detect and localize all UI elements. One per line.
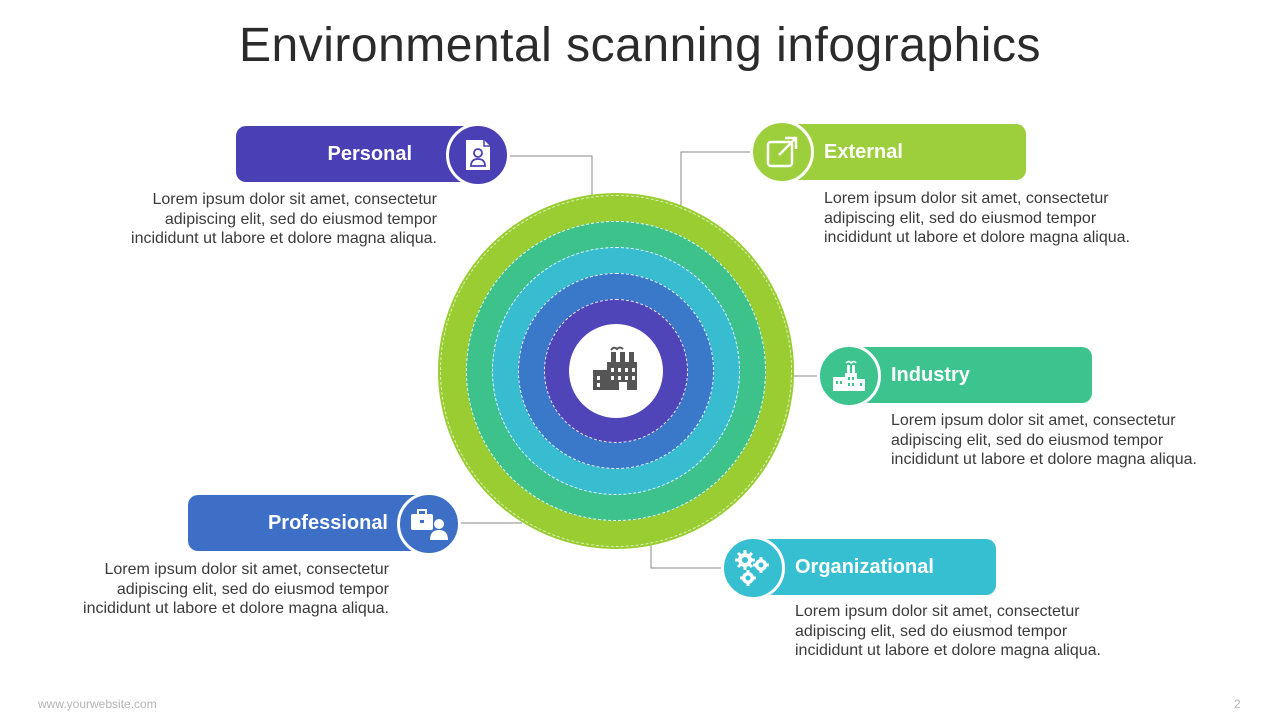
professional-text-line: Lorem ipsum dolor sit amet, consectetur	[104, 561, 389, 578]
industry-description: Lorem ipsum dolor sit amet, consectetur …	[891, 411, 1261, 470]
industry-label: Industry	[891, 363, 970, 386]
briefcase-person-icon	[411, 509, 448, 540]
industry-pill[interactable]: Industry	[842, 347, 1092, 403]
professional-text-line: incididunt ut labore et dolore magna ali…	[83, 600, 389, 617]
personal-icon-circle	[446, 123, 510, 187]
industry-text-line: adipiscing elit, sed do eiusmod tempor	[891, 431, 1164, 449]
external-icon-circle	[750, 120, 814, 184]
personal-label: Personal	[327, 142, 412, 165]
organizational-text-line: adipiscing elit, sed do eiusmod tempor	[795, 622, 1068, 640]
user-document-icon	[466, 140, 490, 170]
organizational-icon-circle	[721, 536, 785, 600]
personal-text-line: adipiscing elit, sed do eiusmod tempor	[164, 210, 437, 228]
professional-label: Professional	[267, 511, 388, 534]
external-label: External	[824, 140, 903, 163]
ring-dash-outer	[440, 195, 792, 547]
professional-pill[interactable]: Professional	[188, 495, 438, 551]
industry-text-line: Lorem ipsum dolor sit amet, consectetur	[891, 412, 1176, 429]
factory-icon	[593, 346, 637, 390]
industry-text-line: incididunt ut labore et dolore magna ali…	[891, 451, 1197, 468]
concentric-rings	[438, 193, 794, 549]
organizational-pill[interactable]: Organizational	[746, 539, 996, 595]
personal-description: Lorem ipsum dolor sit amet, consectetur …	[60, 190, 437, 249]
page-title: Environmental scanning infographics	[239, 19, 1041, 72]
footer-website[interactable]: www.yourwebsite.com	[38, 697, 157, 711]
professional-icon-circle	[397, 492, 461, 556]
professional-description: Lorem ipsum dolor sit amet, consectetur …	[10, 560, 389, 619]
organizational-label: Organizational	[795, 555, 934, 578]
external-description: Lorem ipsum dolor sit amet, consectetur …	[824, 189, 1244, 248]
industry-icon	[833, 360, 865, 391]
organizational-text-line: incididunt ut labore et dolore magna ali…	[795, 642, 1101, 659]
industry-icon-circle	[817, 344, 881, 408]
external-link-icon	[766, 136, 798, 168]
personal-text-line: incididunt ut labore et dolore magna ali…	[131, 230, 437, 247]
center-circle	[569, 324, 663, 418]
external-text-line: incididunt ut labore et dolore magna ali…	[824, 229, 1130, 246]
personal-pill[interactable]: Personal	[236, 126, 486, 182]
external-text-line: adipiscing elit, sed do eiusmod tempor	[824, 209, 1097, 227]
gears-people-icon	[735, 550, 769, 586]
professional-text-line: adipiscing elit, sed do eiusmod tempor	[116, 580, 389, 598]
external-pill[interactable]: External	[776, 124, 1026, 180]
page-number: 2	[1234, 697, 1241, 711]
external-text-line: Lorem ipsum dolor sit amet, consectetur	[824, 190, 1109, 207]
organizational-description: Lorem ipsum dolor sit amet, consectetur …	[795, 602, 1175, 661]
organizational-text-line: Lorem ipsum dolor sit amet, consectetur	[795, 603, 1080, 620]
personal-text-line: Lorem ipsum dolor sit amet, consectetur	[152, 191, 437, 208]
